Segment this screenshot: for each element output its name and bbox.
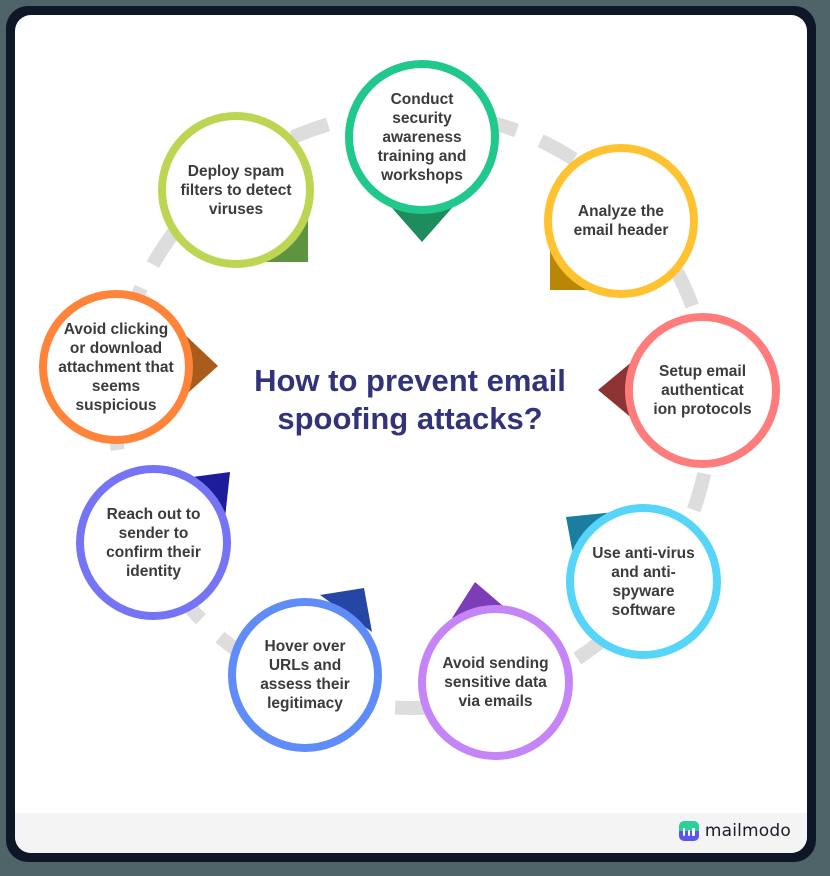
footer: mailmodo	[15, 813, 807, 853]
mailmodo-logo-icon	[678, 821, 699, 841]
step-8-label: Avoid clicking or download attachment th…	[58, 320, 174, 414]
step-3-circle: Setup email authenticat ion protocols	[625, 313, 780, 468]
step-6-label: Hover over URLs and assess their legitim…	[260, 638, 350, 712]
step-7-label: Reach out to sender to confirm their ide…	[106, 505, 201, 580]
step-8-circle: Avoid clicking or download attachment th…	[39, 290, 193, 444]
step-6-circle: Hover over URLs and assess their legitim…	[228, 598, 382, 752]
mailmodo-logo: mailmodo	[678, 821, 791, 841]
step-4-circle: Use anti-virus and anti-spyware software	[566, 504, 721, 659]
step-5-label: Avoid sending sensitive data via emails	[442, 655, 549, 710]
step-1-label: Conduct security awareness training and …	[377, 90, 467, 184]
step-9-circle: Deploy spam filters to detect viruses	[158, 112, 314, 268]
step-4-label: Use anti-virus and anti-spyware software	[592, 544, 695, 619]
page-title: How to prevent email spoofing attacks?	[254, 363, 566, 436]
step-3-label: Setup email authenticat ion protocols	[653, 363, 752, 418]
brand-name: mailmodo	[704, 821, 791, 841]
step-2-circle: Analyze the email header	[544, 144, 698, 298]
step-9-label: Deploy spam filters to detect viruses	[180, 162, 292, 218]
step-7-circle: Reach out to sender to confirm their ide…	[76, 465, 231, 620]
step-2-label: Analyze the email header	[573, 203, 669, 239]
step-1-circle: Conduct security awareness training and …	[345, 60, 499, 214]
step-5-circle: Avoid sending sensitive data via emails	[418, 605, 573, 760]
